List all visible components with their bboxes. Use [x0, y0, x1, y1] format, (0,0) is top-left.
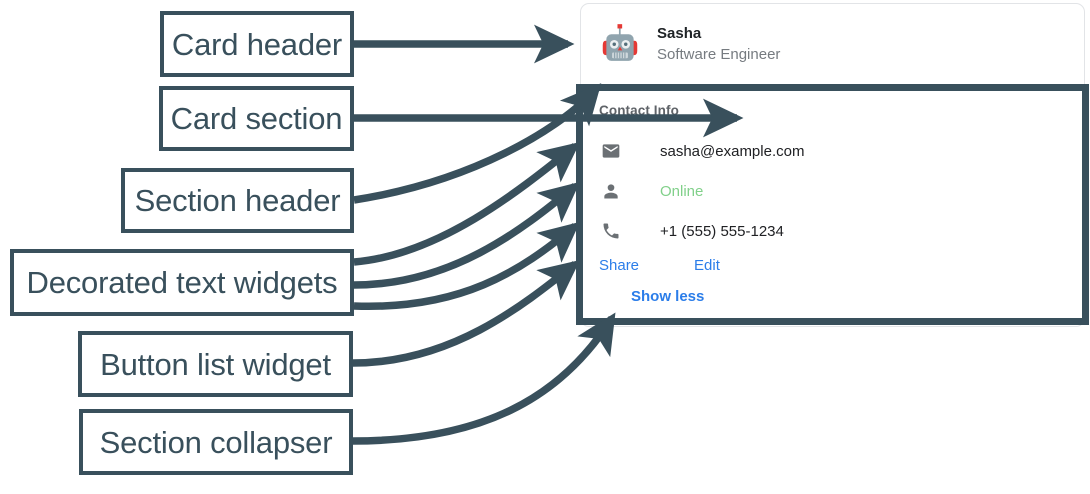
person-icon [601, 181, 629, 201]
email-icon [601, 141, 629, 161]
card-header-title: Sasha [657, 24, 702, 42]
decorated-text-row-status[interactable]: Online [597, 171, 1068, 211]
card-section: Contact Info sasha@example.com Online [581, 85, 1084, 326]
arrow-decorated-text-email [353, 141, 581, 266]
arrow-decorated-text-status [353, 181, 580, 289]
annotation-label-section-header: Section header [121, 168, 354, 233]
demo-card: Sasha Software Engineer Contact Info sas… [580, 3, 1085, 327]
arrow-decorated-text-phone [353, 221, 580, 311]
section-header: Contact Info [599, 103, 679, 118]
card-header-subtitle: Software Engineer [657, 46, 781, 63]
arrow-button-list [352, 259, 581, 367]
card-header: Sasha Software Engineer [581, 4, 1084, 85]
annotation-label-decorated-text-widgets: Decorated text widgets [10, 249, 354, 316]
annotation-label-text: Button list widget [100, 346, 331, 382]
section-collapser: Show less [631, 288, 1068, 306]
phone-icon [601, 221, 629, 241]
card-header-text: Sasha Software Engineer [657, 24, 781, 64]
decorated-text-row-phone[interactable]: +1 (555) 555-1234 [597, 211, 1068, 251]
robot-avatar-icon [597, 22, 643, 68]
share-button[interactable]: Share [599, 257, 640, 274]
annotation-label-text: Section header [134, 183, 341, 218]
annotation-label-card-section: Card section [159, 86, 354, 151]
annotation-label-text: Card header [171, 26, 343, 62]
annotation-label-button-list-widget: Button list widget [78, 331, 353, 397]
annotation-label-section-collapser: Section collapser [79, 409, 353, 475]
arrow-section-collapser [352, 312, 616, 445]
show-less-button[interactable]: Show less [631, 288, 705, 305]
annotation-label-text: Card section [170, 101, 343, 136]
annotation-label-text: Decorated text widgets [26, 265, 338, 300]
decorated-text-value-status: Online [660, 182, 704, 200]
arrow-section-header [353, 83, 602, 204]
decorated-text-value-email: sasha@example.com [660, 142, 805, 160]
button-list-widget: Share Edit [599, 257, 1068, 274]
decorated-text-value-phone: +1 (555) 555-1234 [660, 222, 784, 240]
annotation-label-card-header: Card header [160, 11, 354, 77]
edit-button[interactable]: Edit [694, 257, 720, 274]
annotation-label-text: Section collapser [99, 424, 333, 460]
decorated-text-row-email[interactable]: sasha@example.com [597, 131, 1068, 171]
